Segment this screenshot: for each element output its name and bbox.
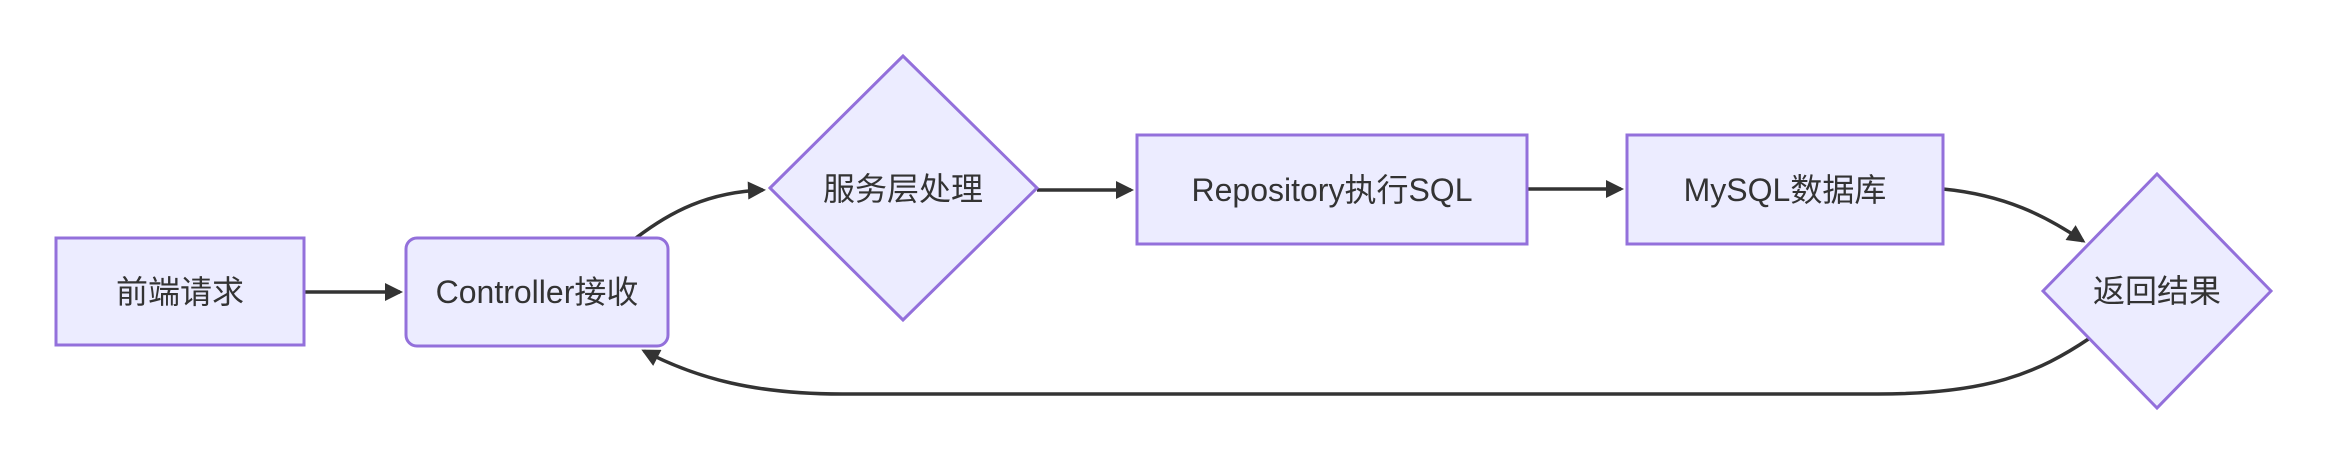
repository-label: Repository执行SQL xyxy=(1192,172,1473,208)
return-result-label: 返回结果 xyxy=(2093,273,2221,309)
return-result-diamond xyxy=(2040,171,2274,411)
edge-mysql-to-result xyxy=(1942,187,2086,243)
node-mysql: MySQL数据库 xyxy=(1625,133,1945,246)
node-controller: Controller接收 xyxy=(404,236,670,348)
node-service-layer: 服务层处理 xyxy=(767,53,1040,323)
edge-controller-to-service xyxy=(634,181,766,240)
service-layer-label: 服务层处理 xyxy=(823,171,983,207)
mysql-label: MySQL数据库 xyxy=(1684,172,1887,208)
repository-box xyxy=(1135,133,1529,246)
controller-label: Controller接收 xyxy=(436,274,639,310)
edge-result-to-controller xyxy=(641,336,2091,396)
node-return-result: 返回结果 xyxy=(2040,171,2274,411)
mysql-box xyxy=(1625,133,1945,246)
frontend-request-label: 前端请求 xyxy=(116,274,244,310)
frontend-request-box xyxy=(54,236,306,347)
node-repository: Repository执行SQL xyxy=(1135,133,1529,246)
service-layer-diamond xyxy=(767,53,1040,323)
node-frontend-request: 前端请求 xyxy=(54,236,306,347)
controller-box xyxy=(404,236,670,348)
edge-layer xyxy=(304,180,2091,396)
